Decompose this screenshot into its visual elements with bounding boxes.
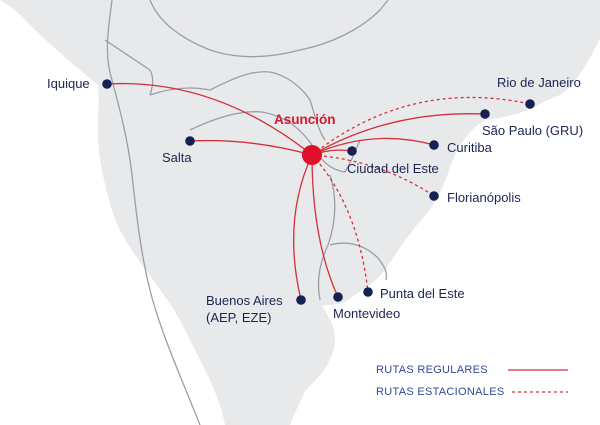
route-buenos-aires <box>292 154 313 301</box>
hub-label: Asunción <box>274 112 336 127</box>
city-label-iquique: Iquique <box>47 76 90 91</box>
border-paraguay <box>189 111 361 173</box>
routes-layer <box>106 82 531 301</box>
route-montevideo <box>311 154 339 298</box>
city-dot-iquique <box>102 79 112 89</box>
city-label-rio-de-janeiro: Rio de Janeiro <box>497 75 581 90</box>
legend-regular-label: RUTAS REGULARES <box>376 364 488 376</box>
city-label-curitiba: Curitiba <box>447 140 492 155</box>
route-florianopolis <box>311 154 435 197</box>
route-salta <box>189 139 313 156</box>
route-rio-de-janeiro <box>311 96 531 156</box>
city-dot-ciudad-del-este <box>347 146 357 156</box>
city-label-sao-paulo: São Paulo (GRU) <box>482 123 584 138</box>
route-iquique <box>106 82 313 156</box>
city-label-salta: Salta <box>162 150 192 165</box>
cities-layer <box>102 79 535 305</box>
city-label-florianopolis: Florianópolis <box>447 190 521 205</box>
city-dot-punta-del-este <box>363 287 373 297</box>
city-dot-curitiba <box>429 140 439 150</box>
city-label-punta-del-este: Punta del Este <box>380 286 465 301</box>
city-dot-montevideo <box>333 292 343 302</box>
route-curitiba <box>311 137 435 156</box>
border-chile-argentina <box>106 0 201 425</box>
border-argentina-uruguay <box>317 174 336 301</box>
city-dot-florianopolis <box>429 191 439 201</box>
border-bolivia <box>149 71 326 141</box>
city-label-montevideo: Montevideo <box>333 306 401 321</box>
border-uruguay-brazil <box>329 242 388 281</box>
city-label-buenos-aires-line2: (AEP, EZE) <box>206 310 272 325</box>
city-dot-rio-de-janeiro <box>525 99 535 109</box>
city-label-ciudad-del-este: Ciudad del Este <box>347 161 439 176</box>
city-dot-sao-paulo <box>480 109 490 119</box>
border-brazil-north <box>149 0 389 58</box>
city-dot-buenos-aires <box>296 295 306 305</box>
hub-dot-asuncion <box>302 145 322 165</box>
city-label-buenos-aires: Buenos Aires <box>206 293 283 308</box>
city-dot-salta <box>185 136 195 146</box>
route-sao-paulo <box>311 113 486 156</box>
legend-seasonal-label: RUTAS ESTACIONALES <box>376 386 505 398</box>
border-peru <box>104 39 154 96</box>
